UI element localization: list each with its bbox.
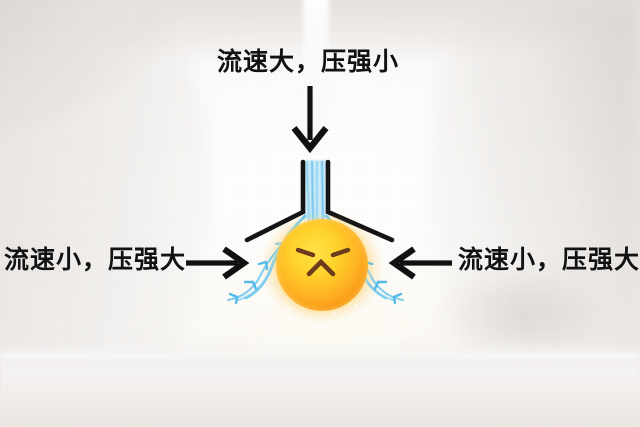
arrow-left-icon — [388, 246, 452, 280]
label-left-low-speed-high-pressure: 流速小，压强大 — [4, 246, 187, 274]
label-top-high-speed-low-pressure: 流速大，压强小 — [217, 48, 400, 76]
splash-sparkles — [285, 304, 358, 318]
arrow-right-icon — [186, 246, 250, 280]
yolk-ball-edge-glow — [274, 217, 370, 313]
label-right-low-speed-high-pressure: 流速小，压强大 — [458, 246, 640, 274]
mouth-frown-icon — [306, 258, 336, 277]
arrow-down-icon — [291, 86, 329, 154]
eyebrow-right-icon — [330, 247, 351, 258]
funnel-guide-lines — [244, 159, 395, 243]
yolk-face — [295, 247, 351, 277]
sink-front-edge-highlight — [0, 354, 640, 364]
eyebrow-left-icon — [295, 247, 316, 258]
